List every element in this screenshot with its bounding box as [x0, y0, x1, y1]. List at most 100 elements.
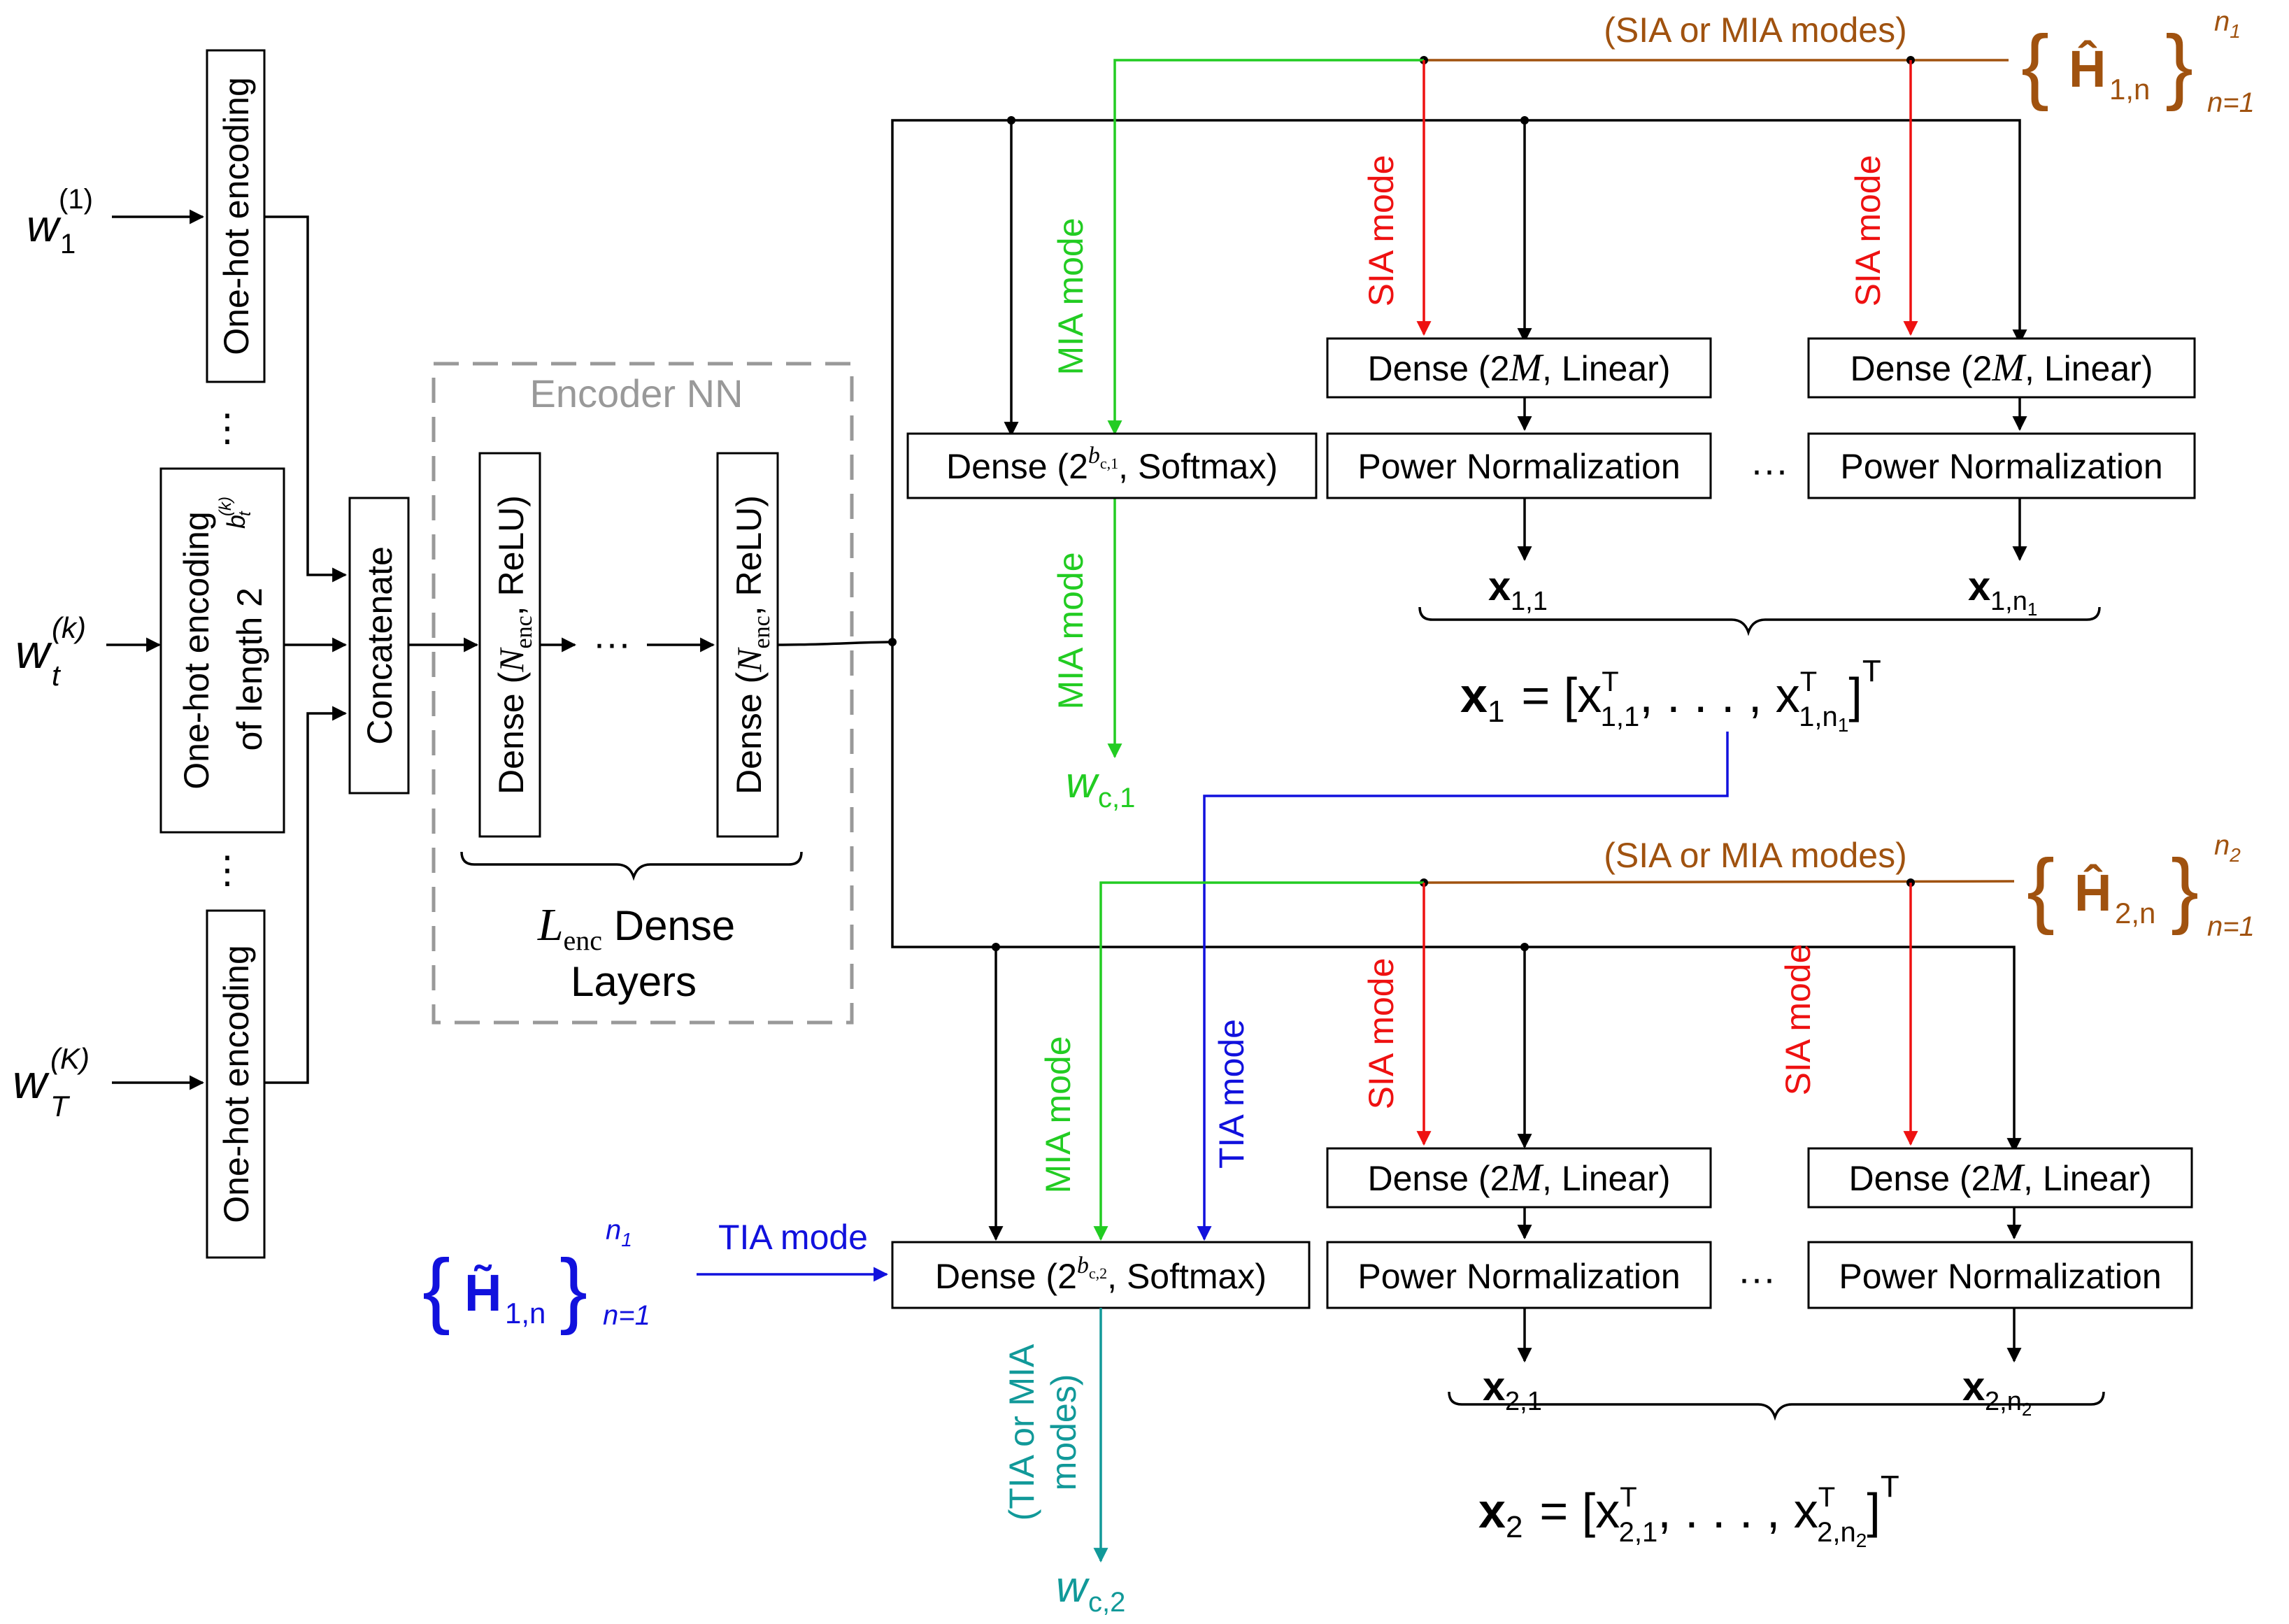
u1-dense-linear-b: Dense (2M, Linear) — [1807, 337, 2196, 399]
tilde-H-sub: 1,n — [505, 1297, 545, 1330]
u1-x1n-base: x — [1968, 564, 1990, 609]
u2-tia-mia-label-2: modes) — [1044, 1374, 1083, 1491]
u1-H-hat-set: { Ĥ 1,n } n1 n=1 — [2021, 6, 2255, 118]
encoder-dense-1-label: Dense (Nenc, ReLU) — [492, 495, 537, 795]
u2-brace-close: } — [2171, 842, 2199, 936]
tilde-H: H̃ — [464, 1264, 501, 1322]
u1-brace-open: { — [2021, 18, 2049, 112]
wT-base: w — [13, 1055, 50, 1109]
input-wT: w T (K) — [13, 1042, 90, 1123]
u2-x2n-base: x — [1962, 1364, 1985, 1409]
u2-softmax-label: Dense (2bc,2, Softmax) — [935, 1253, 1267, 1296]
wt-base: w — [15, 625, 52, 678]
vdots-top: ⋮ — [208, 407, 246, 449]
input-wt: w t (k) — [15, 611, 86, 692]
u2-sia-mode-label-a: SIA mode — [1362, 958, 1401, 1110]
u2-H-hat-set: { Ĥ 2,n } n2 n=1 — [2027, 830, 2255, 942]
onehot-mid-box: One-hot encoding of length 2 — [159, 467, 285, 834]
u1-softmax-box: Dense (2bc,1, Softmax) — [906, 432, 1318, 499]
u2-x2n: x 2,n2 — [1962, 1364, 2032, 1420]
u2-H-hat: Ĥ — [2074, 864, 2111, 922]
wT-sub: T — [50, 1090, 71, 1123]
w1-base: w — [27, 201, 62, 251]
bus-user2 — [891, 642, 2022, 1153]
input-w1: w 1 (1) — [27, 184, 93, 259]
u1-power-norm-a: Power Normalization — [1326, 432, 1712, 499]
u1-power-norm-b: Power Normalization — [1807, 432, 2196, 499]
brown-line-u2 — [1419, 880, 2015, 884]
u2-sia-or-mia-label: (SIA or MIA modes) — [1604, 836, 1906, 875]
u1-dense-linear-a: Dense (2M, Linear) — [1326, 337, 1712, 399]
onehot-top-label: One-hot encoding — [217, 77, 256, 355]
u1-mia-mode-label-2: MIA mode — [1051, 552, 1090, 709]
u2-H-sub: 2,n — [2115, 897, 2155, 929]
encoder-nn-frame — [432, 362, 854, 1025]
u2-dense-linear-b-label: Dense (2M, Linear) — [1849, 1156, 2152, 1199]
onehot-exp-k: (k) — [216, 497, 235, 516]
wt-sub: t — [52, 659, 62, 692]
u1-n-top: n1 — [2214, 6, 2241, 42]
encoder-nn-title: Encoder NN — [529, 371, 743, 415]
wt-sup: (k) — [52, 611, 86, 644]
green-u1-to-softmax — [1107, 59, 1424, 436]
onehot-bottom-label: One-hot encoding — [217, 945, 256, 1223]
onehot-mid-exponent: b t (k) — [216, 497, 255, 529]
encoder-hdots: ··· — [593, 622, 631, 664]
wire-bottom-to-concat — [264, 706, 348, 1084]
u2-dense-linear-a: Dense (2M, Linear) — [1326, 1147, 1712, 1209]
u2-brace-open: { — [2027, 842, 2055, 936]
onehot-top-box: One-hot encoding — [206, 49, 266, 383]
u1-H-hat: Ĥ — [2069, 40, 2106, 98]
w1-sub: 1 — [60, 229, 76, 259]
u1-mia-mode-label-1: MIA mode — [1051, 218, 1090, 375]
u2-sia-mode-label-b: SIA mode — [1778, 944, 1818, 1096]
tilde-H-set: { H̃ 1,n } n1 n=1 — [422, 1215, 650, 1336]
tilde-n-top: n1 — [606, 1215, 632, 1251]
tilde-brace-open: { — [422, 1242, 450, 1336]
u2-wc2-base: w — [1056, 1563, 1090, 1611]
concatenate-box: Concatenate — [348, 497, 410, 795]
u1-wc1: w c,1 — [1066, 759, 1135, 813]
u1-power-norm-a-label: Power Normalization — [1357, 447, 1680, 486]
green-u2-to-softmax — [1093, 881, 1424, 1241]
u1-brace — [1418, 606, 2101, 636]
u1-x1n: x 1,n1 — [1968, 564, 2037, 620]
u2-softmax-box: Dense (2bc,2, Softmax) — [891, 1241, 1311, 1309]
wT-sup: (K) — [50, 1042, 90, 1075]
u2-hdots: ··· — [1738, 1258, 1776, 1299]
u1-n-bottom: n=1 — [2207, 87, 2255, 118]
tilde-tia-mode-label: TIA mode — [718, 1218, 868, 1257]
onehot-exp-b: b — [222, 515, 250, 529]
u2-tia-mode-label: TIA mode — [1212, 1019, 1251, 1169]
encoder-layers-label-2: Layers — [571, 958, 697, 1005]
u1-softmax-label: Dense (2bc,1, Softmax) — [946, 443, 1278, 486]
w1-sup: (1) — [59, 184, 93, 215]
encoder-dense-2-label: Dense (Nenc, ReLU) — [729, 495, 775, 795]
u1-hdots: ··· — [1750, 449, 1788, 491]
u1-x1n-sub: 1,n1 — [1990, 587, 2037, 620]
encoder-dense-1: Dense (Nenc, ReLU) — [478, 452, 541, 838]
u2-n-top: n2 — [2214, 830, 2241, 866]
u2-n-bottom: n=1 — [2207, 911, 2255, 942]
encoder-dense-2: Dense (Nenc, ReLU) — [716, 452, 779, 838]
onehot-bottom-box: One-hot encoding — [206, 909, 266, 1259]
encoder-layers-label-1: Lenc Dense — [537, 899, 735, 956]
u2-power-norm-b-label: Power Normalization — [1839, 1257, 2161, 1296]
u1-wc1-sub: c,1 — [1098, 783, 1135, 813]
u2-wc2: w c,2 — [1056, 1563, 1125, 1618]
u2-x21-sub: 2,1 — [1505, 1387, 1542, 1416]
u2-tia-mia-label-1: (TIA or MIA — [1002, 1344, 1041, 1520]
encoder-layers-brace — [460, 851, 803, 881]
u1-brace-close: } — [2165, 18, 2193, 112]
tilde-brace-close: } — [559, 1242, 587, 1336]
onehot-mid-label-2: of length 2 — [230, 587, 269, 751]
u1-x11-base: x — [1488, 564, 1511, 609]
vdots-bottom: ⋮ — [208, 849, 246, 891]
u2-brace — [1448, 1391, 2105, 1421]
onehot-mid-label-1: One-hot encoding — [177, 511, 216, 790]
u2-power-norm-a: Power Normalization — [1326, 1241, 1712, 1309]
